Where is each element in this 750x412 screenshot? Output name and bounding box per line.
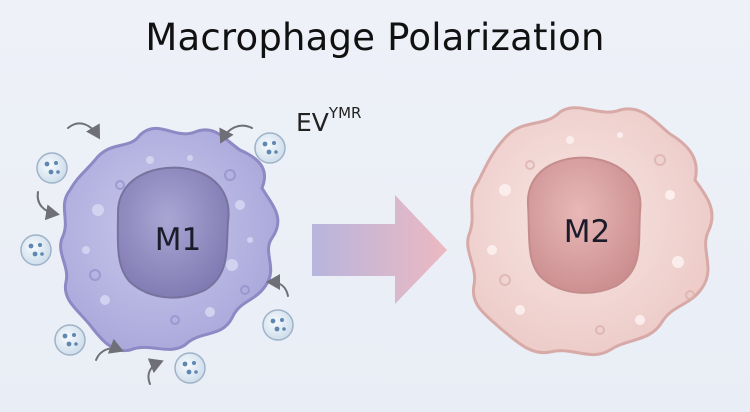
m2-nucleus bbox=[526, 156, 642, 294]
vesicle-icon bbox=[262, 309, 294, 341]
m2-cell bbox=[466, 106, 714, 357]
vesicle-icon bbox=[54, 324, 86, 356]
curved-arrow-icon bbox=[266, 274, 289, 297]
ev-label-superscript: YMR bbox=[328, 104, 362, 122]
curved-arrow-icon bbox=[219, 124, 253, 144]
polarization-arrow-icon bbox=[312, 195, 447, 304]
m1-label: M1 bbox=[154, 222, 202, 258]
m1-cell bbox=[59, 126, 280, 353]
diagram-title: Macrophage Polarization bbox=[145, 16, 605, 59]
curved-arrow-icon bbox=[95, 338, 124, 361]
curved-arrow-icon bbox=[67, 122, 101, 140]
m2-label: M2 bbox=[563, 214, 611, 250]
curved-arrow-icon bbox=[147, 358, 164, 385]
ev-ymr-label: EVYMR bbox=[296, 104, 361, 137]
m1-nucleus bbox=[116, 166, 230, 299]
ev-label-base: EV bbox=[296, 108, 329, 137]
vesicle-icon bbox=[174, 352, 206, 384]
vesicle-icon bbox=[20, 234, 52, 266]
vesicle-icon bbox=[36, 152, 68, 184]
vesicle-group bbox=[20, 132, 294, 384]
curved-arrow-icon bbox=[36, 191, 60, 221]
vesicle-icon bbox=[254, 132, 286, 164]
